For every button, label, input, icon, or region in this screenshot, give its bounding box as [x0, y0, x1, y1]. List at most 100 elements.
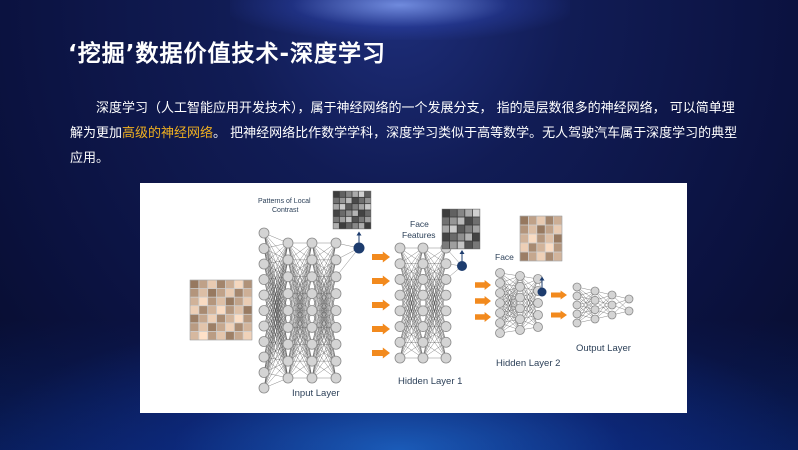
- network-edge: [263, 259, 289, 389]
- network-node: [306, 271, 318, 283]
- network-node: [330, 305, 342, 316]
- network-node: [282, 237, 294, 249]
- network-node: [624, 294, 634, 304]
- network-node: [417, 336, 429, 348]
- network-edge: [311, 242, 337, 294]
- local-contrast-patterns-image: [332, 190, 372, 230]
- network-node: [282, 372, 294, 384]
- network-edge: [263, 232, 289, 294]
- local-contrast-patterns-image-tile: [358, 204, 365, 210]
- network-node: [306, 237, 318, 249]
- face-features-image-tile: [472, 233, 480, 241]
- input-faces-image-tile: [208, 306, 217, 314]
- network-node: [330, 288, 342, 300]
- network-edge: [519, 278, 539, 320]
- slide-body-text: 深度学习（人工智能应用开发技术），属于神经网络的一个发展分支， 指的是层数很多的…: [70, 96, 740, 171]
- network-edge: [263, 276, 289, 311]
- network-node: [258, 320, 270, 332]
- local-contrast-patterns-image-tile: [346, 223, 352, 229]
- face-features-image-tile: [450, 241, 457, 249]
- input-faces-image-tile: [243, 314, 252, 323]
- flow-arrow: [475, 280, 491, 290]
- face-image-tile: [554, 234, 562, 243]
- local-contrast-patterns-image-tile: [365, 191, 371, 197]
- input-faces-image-tile: [208, 323, 217, 332]
- network-node: [607, 290, 617, 300]
- network-edge: [499, 272, 521, 309]
- input-faces-image-tile: [225, 306, 234, 314]
- network-edge: [499, 308, 521, 334]
- face-features-image-tile: [442, 217, 450, 225]
- network-edge: [499, 292, 521, 320]
- input-faces-image-tile: [208, 331, 217, 340]
- network-edge: [576, 290, 596, 315]
- network-node: [282, 271, 294, 283]
- local-contrast-patterns-image-tile: [339, 204, 346, 210]
- network-edge: [263, 263, 289, 311]
- network-node: [306, 254, 318, 266]
- network-edge: [422, 310, 447, 359]
- face-image-tile: [554, 252, 562, 261]
- network-node: [607, 310, 617, 320]
- network-node: [330, 321, 342, 333]
- network-node: [330, 372, 342, 384]
- label-hidden-layer-2: Hidden Layer 2: [496, 358, 560, 369]
- face-image-tile: [528, 243, 537, 252]
- local-contrast-patterns-image-tile: [358, 191, 365, 197]
- label-face-features-line2: Features: [402, 230, 436, 240]
- face-image-tile: [528, 252, 537, 261]
- network-edge: [263, 327, 289, 373]
- local-contrast-patterns-image-tile: [358, 216, 365, 223]
- input-faces-image-tile: [234, 297, 243, 306]
- face-features-image-tile: [465, 225, 472, 233]
- output-node-1: [353, 242, 365, 254]
- face-features-image-tile: [450, 225, 457, 233]
- local-contrast-patterns-image-tile: [352, 191, 358, 197]
- flow-arrow: [475, 312, 491, 322]
- face-features-image-tile: [450, 209, 457, 217]
- input-faces-image-tile: [225, 331, 234, 340]
- local-contrast-patterns-image-tile: [352, 204, 358, 210]
- label-face-features-line1: Face: [410, 219, 429, 229]
- network-node: [515, 325, 525, 335]
- input-faces-image-tile: [243, 331, 252, 340]
- face-features-image-tile: [442, 233, 450, 241]
- network-edge: [399, 247, 424, 296]
- network-edge: [263, 259, 289, 296]
- local-contrast-patterns-image-tile: [339, 197, 346, 204]
- network-node: [495, 328, 505, 338]
- output-node-3: [537, 287, 547, 297]
- input-faces-image-tile: [199, 306, 208, 314]
- network-node: [533, 310, 543, 320]
- local-contrast-patterns-image-tile: [333, 191, 339, 197]
- input-faces-image-tile: [216, 306, 226, 314]
- slide-title: ‘挖掘’数据价值技术-深度学习: [68, 41, 387, 67]
- label-hidden-layer-1: Hidden Layer 1: [398, 376, 462, 387]
- network-node: [258, 367, 270, 378]
- output-node-3-arrow-head: [539, 276, 545, 281]
- network-edge: [263, 242, 289, 311]
- input-faces-image-tile: [234, 280, 243, 289]
- input-faces-image-tile: [208, 297, 217, 306]
- network-node: [258, 351, 270, 363]
- network-edge: [422, 247, 447, 280]
- network-node: [282, 355, 294, 367]
- local-contrast-patterns-image-tile: [358, 197, 365, 204]
- network-node: [282, 338, 294, 350]
- network-edge: [422, 295, 447, 359]
- network-edge: [263, 279, 289, 345]
- network-node: [440, 274, 452, 285]
- network-node: [440, 321, 452, 332]
- input-faces-image-tile: [225, 297, 234, 306]
- network-node: [417, 258, 429, 270]
- input-faces-image-tile: [216, 331, 226, 340]
- face-image-tile: [554, 216, 562, 225]
- local-contrast-patterns-image-tile: [333, 223, 339, 229]
- network-node: [330, 271, 342, 283]
- network-node: [258, 227, 270, 239]
- output-node-2-arrow-head: [459, 250, 465, 254]
- network-edge: [263, 293, 289, 342]
- network-edge: [263, 232, 289, 260]
- network-edge: [263, 310, 289, 345]
- face-image-tile: [537, 216, 545, 225]
